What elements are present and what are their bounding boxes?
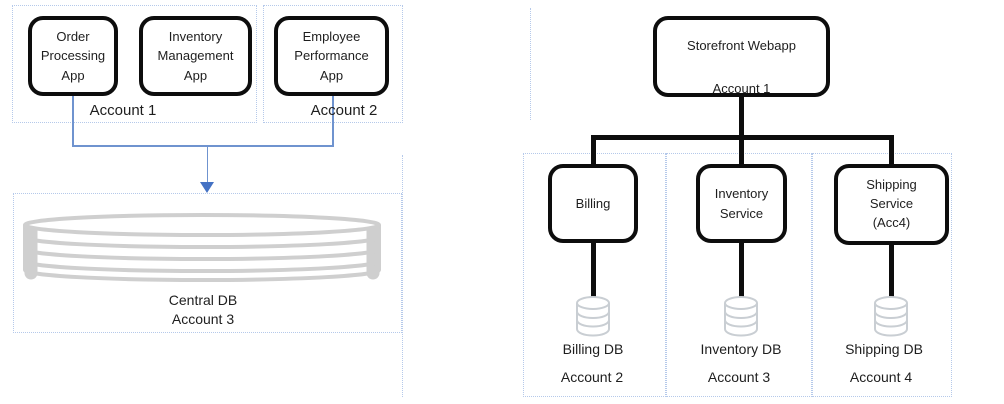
central-db-caption: Central DB Account 3	[169, 291, 237, 329]
connector-horizontal-merge	[72, 145, 334, 147]
connector-shipping-db	[888, 242, 894, 299]
down-arrow-icon	[200, 182, 214, 193]
connector-inventory-db	[739, 242, 744, 299]
central-db-name: Central DB	[168, 292, 238, 308]
account1-group-label: Account 1	[89, 102, 157, 119]
connector-to-billing	[590, 137, 596, 165]
shipping-db-cylinder-icon	[874, 296, 908, 337]
shipping-account-label: Account 4	[849, 369, 913, 385]
connector-order-app-down	[72, 94, 74, 146]
connector-root-down	[739, 96, 744, 137]
node-label: Employee Performance App	[294, 28, 369, 83]
central-db-cylinder-icon	[23, 213, 381, 283]
billing-db-cylinder-icon	[576, 296, 610, 337]
billing-account-label: Account 2	[560, 369, 624, 385]
node-label: Order Processing App	[40, 28, 106, 83]
shipping-account-boundary	[812, 153, 952, 397]
node-label: Inventory Management App	[157, 28, 234, 83]
connector-billing-db	[590, 242, 596, 299]
account2-group-label: Account 2	[310, 102, 378, 119]
node-billing: Billing	[548, 164, 638, 243]
billing-db-label: Billing DB	[562, 341, 624, 357]
left-region-right-boundary	[402, 155, 403, 397]
node-label: Inventory Service	[714, 186, 769, 221]
node-order-processing-app: Order Processing App	[28, 16, 118, 96]
node-inventory-service: Inventory Service	[696, 164, 787, 243]
root-title: Storefront Webapp	[687, 38, 796, 54]
account3-db-boundary	[13, 193, 402, 333]
connector-to-central-db	[206, 146, 208, 183]
central-db-account: Account 3	[171, 311, 235, 328]
node-label-group: Storefront Webapp Account 1	[687, 35, 796, 99]
shipping-db-label: Shipping DB	[845, 341, 923, 357]
node-label: Billing	[575, 195, 611, 211]
node-employee-performance-app: Employee Performance App	[274, 16, 389, 96]
connector-to-inventory	[739, 137, 744, 165]
connector-to-shipping	[888, 137, 894, 165]
connector-employee-app-down	[332, 94, 334, 146]
inventory-db-cylinder-icon	[724, 296, 758, 337]
node-label: Shipping Service (Acc4)	[866, 177, 917, 230]
inventory-db-label: Inventory DB	[700, 341, 782, 357]
mid-region-boundary	[530, 8, 531, 120]
account1-group-boundary	[12, 5, 257, 123]
root-subtitle: Account 1	[712, 81, 771, 97]
node-shipping-service: Shipping Service (Acc4)	[834, 164, 949, 245]
node-inventory-management-app: Inventory Management App	[139, 16, 252, 96]
inventory-account-label: Account 3	[707, 369, 771, 385]
node-storefront-webapp: Storefront Webapp Account 1	[653, 16, 830, 97]
